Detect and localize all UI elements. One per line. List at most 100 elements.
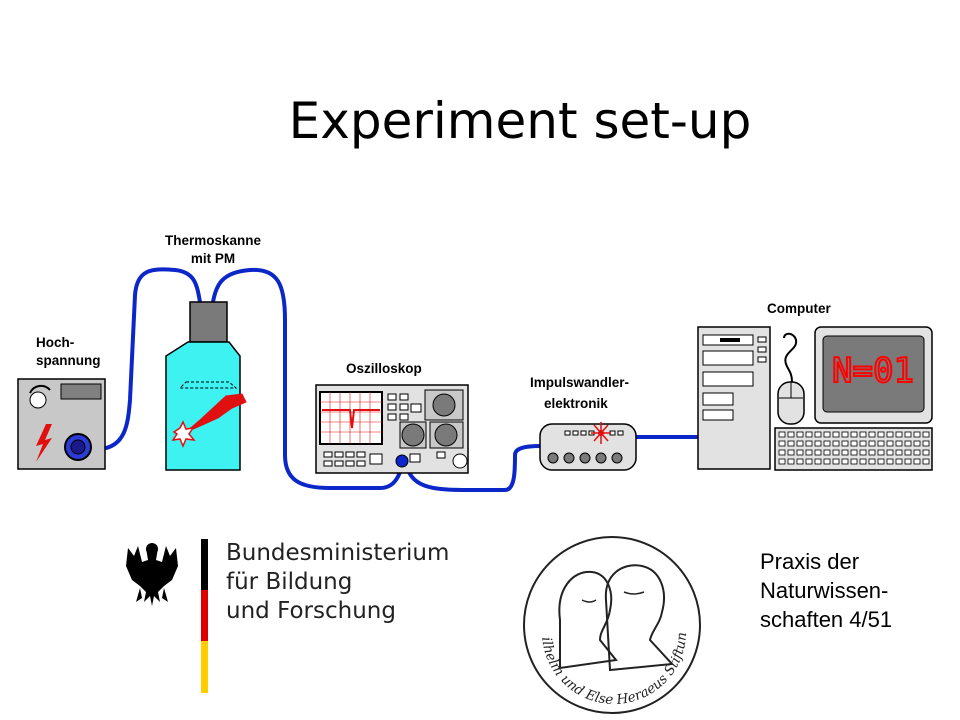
keyboard-key bbox=[805, 440, 813, 447]
keyboard-key bbox=[859, 449, 867, 456]
keyboard-key bbox=[841, 431, 849, 438]
keyboard-key bbox=[877, 431, 885, 438]
keyboard-key bbox=[814, 440, 822, 447]
ministry-line3: und Forschung bbox=[226, 598, 396, 624]
portrait-man bbox=[604, 564, 675, 672]
footer-note-line2: Naturwissen- bbox=[760, 578, 889, 603]
high-voltage-supply bbox=[17, 378, 106, 470]
keyboard-key bbox=[787, 440, 795, 447]
keyboard-key bbox=[823, 431, 831, 438]
keyboard-key bbox=[778, 449, 786, 456]
dial-arc-icon bbox=[29, 384, 51, 394]
cable-scope-to-converter bbox=[403, 444, 542, 492]
cable-hv-to-thermos bbox=[98, 267, 202, 451]
keyboard-key bbox=[832, 440, 840, 447]
keyboard-key bbox=[805, 458, 813, 465]
keyboard-key bbox=[895, 440, 903, 447]
footer-note-line3: schaften 4/51 bbox=[760, 607, 893, 632]
keyboard-key bbox=[877, 458, 885, 465]
keyboard-key bbox=[922, 431, 930, 438]
keyboard-key bbox=[787, 449, 795, 456]
flag-bar-red bbox=[201, 590, 208, 641]
label-oscilloscope: Oszilloskop bbox=[346, 361, 422, 376]
keyboard-key bbox=[787, 458, 795, 465]
keyboard-key bbox=[913, 458, 921, 465]
keyboard-key bbox=[922, 440, 930, 447]
keyboard-key bbox=[778, 440, 786, 447]
keyboard-key bbox=[787, 431, 795, 438]
keyboard-key bbox=[895, 449, 903, 456]
keyboard-key bbox=[823, 449, 831, 456]
keyboard-key bbox=[850, 458, 858, 465]
keyboard-key bbox=[913, 449, 921, 456]
keyboard-key bbox=[796, 431, 804, 438]
keyboard-key bbox=[814, 458, 822, 465]
label-thermos-line1: Thermoskanne bbox=[164, 233, 262, 248]
scope-pulse-trace bbox=[322, 409, 380, 429]
label-thermos-line2: mit PM bbox=[190, 251, 236, 266]
keyboard-key bbox=[823, 458, 831, 465]
keyboard-key bbox=[859, 440, 867, 447]
keyboard-key bbox=[841, 449, 849, 456]
scope-input-connector bbox=[395, 454, 409, 468]
keyboard-key bbox=[805, 431, 813, 438]
label-high-voltage: Hoch- spannung bbox=[36, 334, 101, 370]
keyboard-key bbox=[913, 431, 921, 438]
ministry-wordmark: Bundesministerium für Bildung und Forsch… bbox=[226, 539, 449, 626]
keyboard-key bbox=[832, 431, 840, 438]
keyboard-key bbox=[823, 440, 831, 447]
keyboard-key bbox=[778, 431, 786, 438]
label-pulse-converter: Impulswandler- elektronik bbox=[530, 374, 629, 413]
footer-note: Praxis der Naturwissen- schaften 4/51 bbox=[760, 547, 892, 634]
keyboard-key bbox=[796, 449, 804, 456]
scope-knob-icon bbox=[432, 393, 456, 417]
ministry-line1: Bundesministerium bbox=[226, 540, 450, 566]
dial-knob-icon bbox=[29, 391, 47, 409]
label-high-voltage-line1: Hoch- bbox=[36, 335, 75, 350]
keyboard-key bbox=[904, 458, 912, 465]
keyboard-key bbox=[886, 440, 894, 447]
keyboard-key bbox=[877, 440, 885, 447]
keyboard-key bbox=[796, 440, 804, 447]
cables bbox=[98, 267, 700, 492]
keyboard-key bbox=[895, 458, 903, 465]
keyboard-key bbox=[796, 458, 804, 465]
muon-track bbox=[185, 393, 247, 433]
computer: N=01 bbox=[697, 326, 933, 471]
oscilloscope bbox=[315, 384, 469, 474]
flash-burst-icon bbox=[171, 420, 196, 448]
keyboard-key bbox=[850, 440, 858, 447]
flag-bar-gold bbox=[201, 641, 208, 693]
keyboard-key bbox=[868, 431, 876, 438]
portrait-woman bbox=[558, 570, 618, 670]
keyboard-key bbox=[922, 449, 930, 456]
cable-thermos-to-scope bbox=[211, 267, 405, 490]
ministry-logo bbox=[126, 539, 208, 693]
slide-title: Experiment set-up bbox=[288, 92, 752, 150]
thermos-with-pm bbox=[165, 301, 247, 471]
keyboard-key bbox=[841, 458, 849, 465]
keyboard-key bbox=[868, 449, 876, 456]
mouse-cable bbox=[783, 332, 798, 383]
keyboard-key bbox=[841, 440, 849, 447]
keyboard-key bbox=[832, 449, 840, 456]
monitor-screen bbox=[822, 335, 925, 413]
keyboard-key bbox=[778, 458, 786, 465]
keyboard-key bbox=[895, 431, 903, 438]
keyboard-key bbox=[814, 431, 822, 438]
lightning-warning-icon bbox=[36, 424, 52, 462]
label-computer: Computer bbox=[767, 301, 831, 316]
keyboard-key bbox=[904, 440, 912, 447]
keyboard-key bbox=[859, 431, 867, 438]
keyboard-key bbox=[868, 440, 876, 447]
label-thermos: Thermoskanne mit PM bbox=[154, 232, 272, 268]
keyboard-key bbox=[877, 449, 885, 456]
keyboard-key bbox=[913, 440, 921, 447]
pulse-converter bbox=[539, 422, 637, 471]
keyboard-key bbox=[904, 449, 912, 456]
keyboard-key bbox=[922, 458, 930, 465]
label-high-voltage-line2: spannung bbox=[36, 353, 101, 368]
label-converter-line1: Impulswandler- bbox=[530, 375, 630, 390]
ministry-line2: für Bildung bbox=[226, 569, 353, 595]
